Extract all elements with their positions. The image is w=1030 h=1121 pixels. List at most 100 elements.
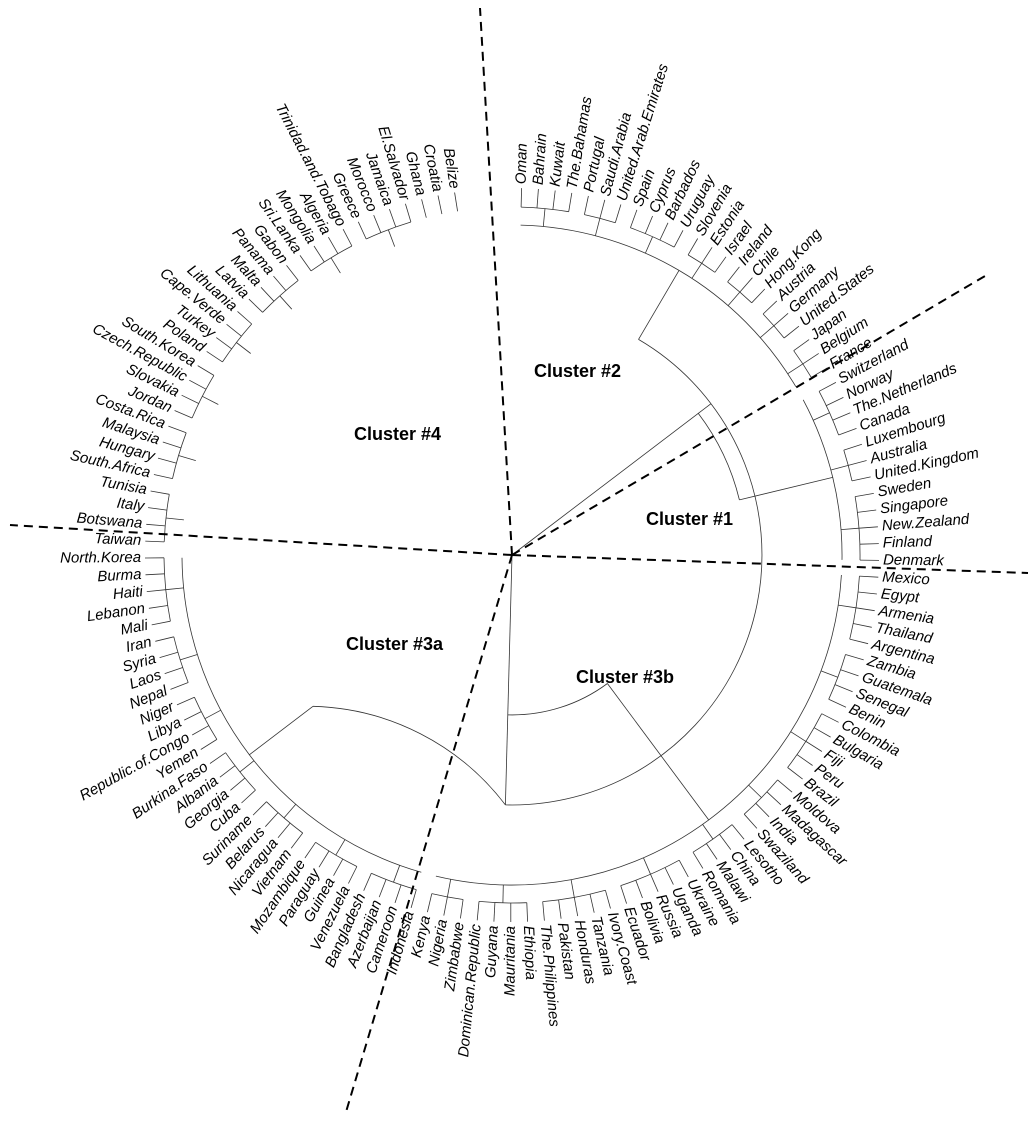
leaf-branch (687, 238, 699, 256)
leaf-branch (706, 843, 718, 860)
leaf-branch (821, 713, 839, 723)
leaf-branch (664, 867, 674, 885)
leaf-group-branch (838, 604, 857, 609)
leaf-group-branch (204, 709, 221, 720)
leaf-branch (743, 813, 758, 829)
leaf-group-branch (787, 363, 804, 375)
leaf-label: Kuwait (547, 140, 569, 188)
leaf-branch (777, 779, 793, 793)
divider-line-left (9, 524, 513, 556)
leaf-group-branch (748, 784, 762, 798)
leaf-label: Mali (119, 617, 150, 639)
leaf-branch (620, 885, 627, 904)
leaf-branch (558, 899, 562, 919)
leaf-branch (145, 540, 165, 543)
cluster-dividers (9, 7, 1029, 1113)
cluster-stem (249, 705, 314, 756)
leaf-branch (333, 858, 344, 876)
leaf-branch (237, 311, 252, 325)
leaf-label: Bahrain (530, 133, 551, 186)
leaf-group-branch (595, 218, 601, 236)
leaf-branch (421, 199, 427, 218)
leaf-branch (460, 899, 464, 919)
leaf-branch (826, 397, 844, 406)
leaf-branch (348, 866, 358, 884)
leaf-branch (526, 902, 528, 922)
leaf-group-arc (521, 206, 569, 213)
leaf-group-arc (762, 313, 785, 339)
root-arc-a (505, 403, 763, 806)
leaf-branch (493, 902, 496, 922)
leaf-group-branch (570, 879, 575, 898)
leaf-group-branch (691, 263, 703, 279)
divider-line-bottom (345, 554, 513, 1113)
leaf-branch (200, 739, 218, 750)
leaf-branch (828, 698, 847, 708)
cluster-label-3a: Cluster #3a (346, 634, 444, 654)
leaf-branch (832, 412, 851, 421)
leaf-label: Taiwan (94, 530, 142, 549)
leaf-label: North.Korea (60, 549, 141, 567)
leaf-branch (437, 195, 443, 215)
leaf-group-branch (760, 325, 775, 338)
leaf-branch (155, 636, 174, 642)
leaf-branch (476, 901, 480, 921)
leaf-branch (443, 896, 448, 916)
leaf-branch (405, 203, 412, 223)
leaf-branch (787, 767, 803, 780)
leaf-branch (252, 801, 267, 816)
leaf-group-arc (584, 214, 616, 224)
leaf-branch (148, 605, 168, 609)
leaf-branch (146, 589, 166, 592)
leaf-branch (410, 889, 417, 909)
leaf-branch (181, 394, 199, 404)
leaf-branch (265, 812, 279, 827)
leaf-branch (536, 188, 539, 208)
leaf-label: Mexico (882, 568, 930, 588)
leaf-branch (568, 192, 573, 212)
leaf-branch (727, 266, 740, 283)
leaf-branch (290, 832, 304, 849)
leaf-branch (605, 890, 611, 909)
leaf-branch (206, 351, 223, 363)
leaf-branch (151, 620, 171, 626)
leaf-branch (363, 873, 372, 891)
leaf-branch (373, 214, 382, 233)
leaf-labels: OmanBahrainKuwaitThe.BahamasPortugalSaud… (60, 61, 980, 1057)
leaf-branch (853, 623, 872, 628)
leaf-branch (159, 651, 179, 658)
merge-arc-1-2b (697, 413, 740, 500)
leaf-branch (751, 288, 766, 304)
leaf-branch (260, 287, 275, 302)
merge-arc-1-2 (638, 339, 712, 404)
divider-line-right (511, 554, 1029, 574)
leaf-group-branch (165, 587, 184, 591)
leaf-group-arc (225, 752, 256, 791)
leaf-branch (650, 874, 659, 892)
leaf-group-branch (335, 839, 346, 856)
leaf-label: Egypt (880, 585, 921, 606)
leaf-label: Mauritania (502, 926, 519, 996)
leaf-group-branch (727, 291, 741, 306)
cluster-arc (435, 574, 842, 886)
leaf-branch (766, 791, 782, 806)
leaf-branch (277, 822, 291, 838)
leaf-branch (145, 573, 165, 576)
leaf-group-branch (645, 236, 653, 254)
leaf-branch (192, 725, 209, 736)
leaf-branch (170, 682, 189, 690)
leaf-label: Haiti (112, 583, 144, 603)
leaf-branch (162, 441, 182, 449)
leaf-branch (783, 325, 800, 339)
leaf-label: Botswana (76, 509, 143, 531)
cluster-label-1: Cluster #1 (646, 509, 733, 529)
cluster-label-4: Cluster #4 (354, 424, 441, 444)
merge-arc-3 (312, 705, 506, 806)
leaf-branch (216, 337, 232, 350)
leaf-branch (584, 195, 589, 215)
leaf-branch (762, 300, 778, 315)
leaf-branch (589, 894, 595, 913)
leaf-branch (209, 752, 226, 764)
leaf-group-branch (239, 760, 255, 773)
leaf-branch (773, 312, 789, 327)
